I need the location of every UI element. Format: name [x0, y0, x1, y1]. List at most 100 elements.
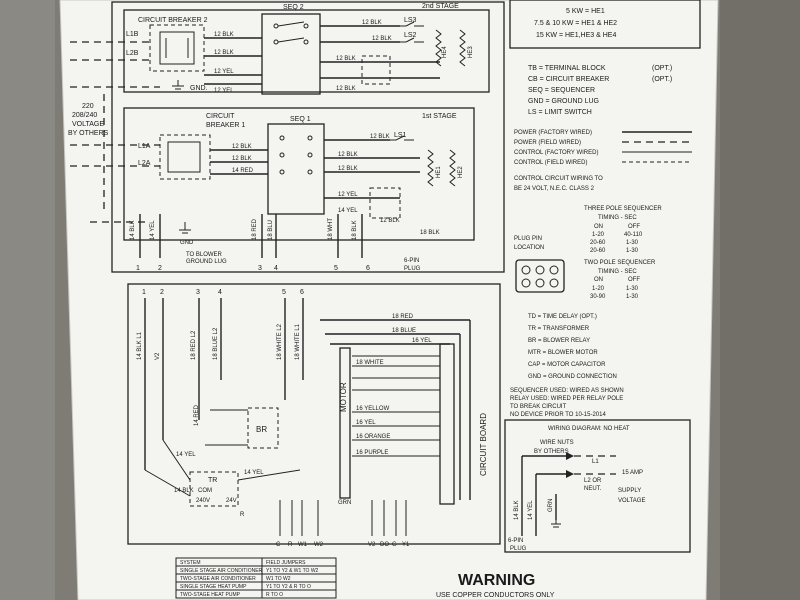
plug-pin-4: 4 — [274, 265, 278, 272]
heater-section: CIRCUIT BREAKER 2 L1B L2B GND. SEQ 2 2nd… — [68, 1, 505, 273]
legend-tb-opt: (OPT.) — [652, 65, 672, 72]
three-pole-on: ON — [594, 224, 603, 230]
jumper-r2a: TWO-STAGE AIR CONDITIONER — [180, 576, 256, 582]
wire-12blk-3: 12 BLK — [362, 20, 382, 26]
three-pole-timing: TIMING - SEC — [598, 215, 637, 221]
com-label: COM — [198, 488, 212, 494]
plug-pin-5: 5 — [334, 265, 338, 272]
terminal-r-2: R — [288, 542, 293, 548]
jumper-r1b: Y1 TO Y2 & W1 TO W2 — [266, 568, 319, 574]
two-pole-title: TWO POLE SEQUENCER — [584, 260, 656, 266]
v240-label: 240V — [196, 498, 210, 504]
wire-12blk-8: 12 BLK — [232, 156, 252, 162]
blower-outer-box — [127, 283, 501, 545]
v-14blk: 14 BLK — [130, 220, 136, 240]
heater-element-he1 — [427, 149, 434, 187]
blower-v6: 18 WHITE L1 — [295, 323, 301, 360]
blower-v1: 14 BLK L1 — [137, 331, 143, 360]
blower-section: 1 2 3 4 5 6 14 BLK L1 V2 18 RED L2 18 BL… — [127, 283, 501, 548]
wire-12blk-10: 12 BLK — [338, 152, 358, 158]
no-heat-title: WIRING DIAGRAM: NO HEAT — [548, 426, 630, 432]
location-label: LOCATION — [514, 245, 544, 251]
6-pin-plug-label-2: PLUG — [404, 266, 421, 272]
motor-wire-white: 18 WHITE — [356, 360, 384, 366]
wire-18blue: 18 BLUE — [392, 328, 416, 334]
by-others-label: BY OTHERS — [534, 449, 569, 455]
legend-top-box — [509, 0, 701, 49]
plug-pin-2: 2 — [158, 265, 162, 272]
w14red-label: 14 RED — [194, 404, 200, 426]
terminal-c: C — [276, 542, 281, 548]
blower-relay — [247, 407, 279, 449]
wire-12yel-2: 12 YEL — [214, 88, 234, 94]
blower-v4: 18 BLUE L2 — [213, 327, 219, 360]
circuit-board-label: CIRCUIT BOARD — [479, 413, 488, 476]
supply-label: SUPPLY — [618, 488, 641, 494]
blower-pin-3: 3 — [196, 289, 200, 296]
motor-wire-group — [352, 355, 440, 457]
circuit-breaker-1 — [159, 134, 211, 180]
wire-12blk-1: 12 BLK — [214, 32, 234, 38]
two-pole-off: OFF — [628, 277, 640, 283]
seq-note-1: SEQUENCER USED: WIRED AS SHOWN — [510, 388, 624, 394]
l2a-label: L2A — [138, 160, 151, 167]
seq2-label: SEQ 2 — [283, 4, 304, 11]
legend-control-field: CONTROL (FIELD WIRED) — [514, 160, 587, 166]
w14blk-label: 14 BLK — [174, 488, 194, 494]
no-heat-section: WIRING DIAGRAM: NO HEAT WIRE NUTS BY OTH… — [504, 419, 691, 553]
jumper-table: SYSTEM FIELD JUMPERS SINGLE STAGE AIR CO… — [175, 557, 337, 599]
legend-panel: 5 KW = HE1 7.5 & 10 KW = HE1 & HE2 15 KW… — [509, 0, 701, 418]
motor-wire-orange: 16 ORANGE — [356, 434, 390, 440]
two-pole-on: ON — [594, 277, 603, 283]
legend-control-factory: CONTROL (FACTORY WIRED) — [514, 150, 598, 156]
legend-cap: CAP = MOTOR CAPACITOR — [528, 362, 606, 368]
wire-12blk-11: 12 BLK — [338, 166, 358, 172]
he-line-3: 15 KW = HE1,HE3 & HE4 — [536, 32, 616, 39]
blower-pin-2: 2 — [160, 289, 164, 296]
legend-power-factory: POWER (FACTORY WIRED) — [514, 130, 592, 136]
blower-ground-lug-1: TO BLOWER — [186, 252, 223, 258]
cb1-label: CIRCUIT — [206, 113, 235, 120]
6-pin-plug-label: 6-PIN — [404, 258, 419, 264]
legend-br: BR = BLOWER RELAY — [528, 338, 590, 344]
neut-label: NEUT. — [584, 486, 602, 492]
legend-gnd-conn: GND = GROUND CONNECTION — [528, 374, 617, 380]
terminal-grn: GRN — [338, 500, 351, 506]
seq-note-4: NO DEVICE PRIOR TO 10-15-2014 — [510, 412, 606, 418]
stage1-box — [123, 107, 475, 241]
voltage-220: 220 — [82, 103, 94, 110]
stage1-label: 1st STAGE — [422, 113, 457, 120]
ls3-label: LS3 — [404, 17, 417, 24]
l1-label: L1 — [592, 459, 599, 465]
terminal-y2: V2 — [368, 542, 376, 548]
plug-pin-1: 1 — [136, 265, 140, 272]
terminal-do: DO — [380, 542, 389, 548]
seq1-label: SEQ 1 — [290, 116, 311, 123]
legend-td: TD = TIME DELAY (OPT.) — [528, 314, 597, 320]
two-pole-timing: TIMING - SEC — [598, 269, 637, 275]
jumper-h1: SYSTEM — [180, 560, 201, 566]
stage2-box — [123, 9, 490, 93]
jumper-r2b: W1 TO W2 — [266, 576, 291, 582]
two-pole-r2-on: 30-90 — [590, 294, 606, 300]
cb1-label-2: BREAKER 1 — [206, 122, 245, 129]
legend-cb-opt: (OPT.) — [652, 76, 672, 83]
motor-wire-yellow: 16 YELLOW — [356, 406, 390, 412]
legend-seq: SEQ = SEQUENCER — [528, 87, 595, 94]
sequencer-2 — [261, 13, 321, 95]
blower-pin-6: 6 — [300, 289, 304, 296]
blower-v2: V2 — [155, 352, 161, 360]
cabinet-edge-right — [720, 0, 800, 600]
blower-v3: 18 RED L2 — [191, 330, 197, 360]
sequencer-1 — [267, 123, 325, 215]
circuit-board — [439, 343, 455, 505]
three-pole-r2-on: 20-60 — [590, 240, 606, 246]
warning-subtitle: USE COPPER CONDUCTORS ONLY — [436, 592, 555, 599]
legend-power-field: POWER (FIELD WIRED) — [514, 140, 581, 146]
three-pole-r1-off: 40-110 — [624, 232, 643, 238]
terminal-y1: Y1 — [402, 542, 410, 548]
he-line-1: 5 KW = HE1 — [566, 8, 605, 15]
blower-pin-1: 1 — [142, 289, 146, 296]
motor-connector — [339, 347, 351, 499]
wire-12blk-9: 12 BLK — [370, 134, 390, 140]
